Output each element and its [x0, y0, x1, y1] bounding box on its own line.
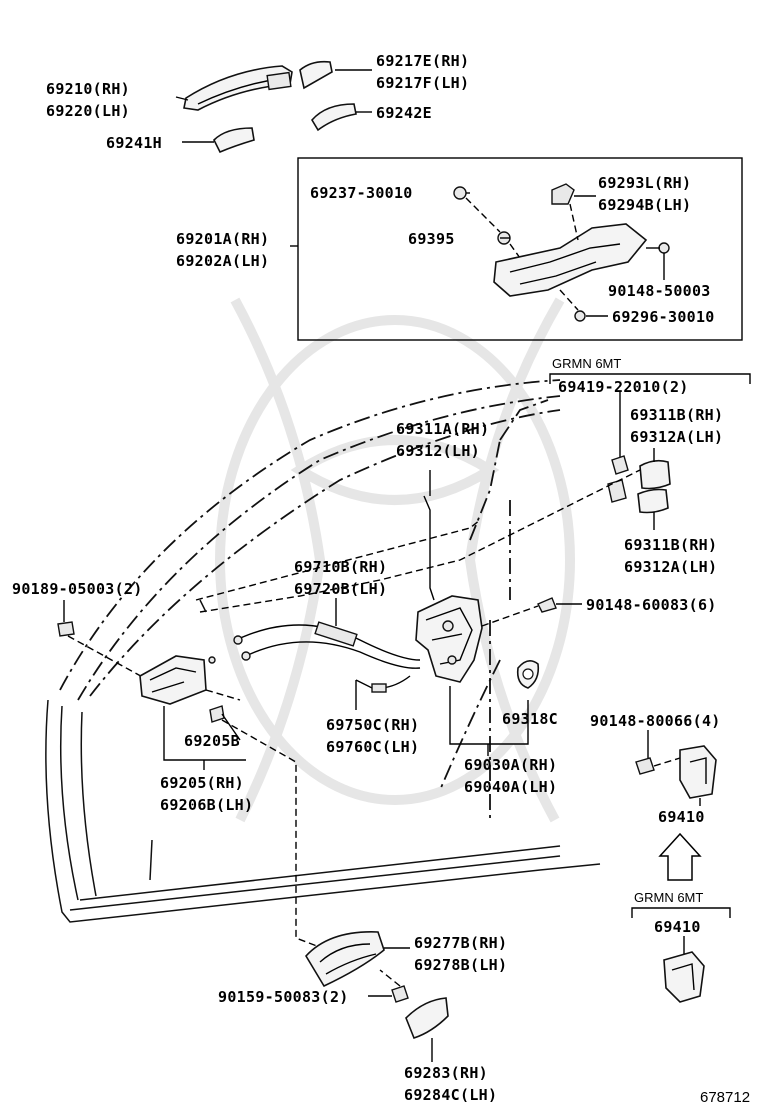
label-69294b: 69294B(LH) — [598, 196, 691, 214]
label-69311a: 69311A(RH) — [396, 420, 489, 438]
label-grmn-6mt-lower: GRMN 6MT — [634, 890, 703, 905]
label-69202a: 69202A(LH) — [176, 252, 269, 270]
label-69217e: 69217E(RH) — [376, 52, 469, 70]
handle-cover-69217 — [299, 60, 333, 90]
label-69201a: 69201A(RH) — [176, 230, 269, 248]
bezel-69277b — [305, 931, 385, 988]
label-69206b: 69206B(LH) — [160, 796, 253, 814]
label-69419-22010: 69419-22010(2) — [558, 378, 689, 396]
striker-69410-grmn — [663, 951, 705, 1003]
label-69284c: 69284C(LH) — [404, 1086, 497, 1104]
clip-69419-b — [607, 479, 627, 503]
label-69220: 69220(LH) — [46, 102, 130, 120]
handle-frame-subassembly — [290, 157, 743, 341]
label-90148-60083: 90148-60083(6) — [586, 596, 717, 614]
label-69241h: 69241H — [106, 134, 162, 152]
striker-assembly — [631, 730, 731, 1003]
illustration-reference-number: 678712 — [700, 1089, 750, 1106]
label-69293l: 69293L(RH) — [598, 174, 691, 192]
bolt-90148-80066 — [635, 757, 655, 775]
clip-90189 — [57, 621, 75, 637]
label-69311b-upper: 69311B(RH) — [630, 406, 723, 424]
lock-rods-cables — [208, 470, 435, 710]
cover-69311b-lower — [637, 488, 669, 514]
label-69312a-lower: 69312A(LH) — [624, 558, 717, 576]
label-69410-lower: 69410 — [654, 918, 701, 936]
screw-90148-60083 — [537, 597, 557, 613]
inside-handle-assembly — [57, 600, 323, 949]
label-90148-50003: 90148-50003 — [608, 282, 711, 300]
rod-69311a — [423, 495, 435, 601]
label-69237-30010: 69237-30010 — [310, 184, 413, 202]
watermark-emblem — [215, 297, 575, 823]
label-69296-30010: 69296-30010 — [612, 308, 715, 326]
clip-69205b — [209, 705, 225, 723]
label-69760c: 69760C(LH) — [326, 738, 419, 756]
label-grmn-6mt-upper: GRMN 6MT — [552, 356, 621, 371]
handle-frame — [493, 223, 648, 297]
label-90159-50083: 90159-50083(2) — [218, 988, 349, 1006]
label-69040a: 69040A(LH) — [464, 778, 557, 796]
cover-69311b-upper — [639, 459, 671, 490]
outside-handle-assembly — [175, 60, 372, 154]
cable-sheath-69710b — [314, 621, 358, 647]
label-69312: 69312(LH) — [396, 442, 480, 460]
label-69395: 69395 — [408, 230, 455, 248]
clip-69419 — [611, 455, 629, 475]
door-lock-assembly — [415, 595, 582, 756]
bolt-90148-50003 — [658, 242, 670, 254]
frame-bracket-69293 — [551, 183, 575, 205]
label-69710b: 69710B(RH) — [294, 558, 387, 576]
handle-pad-69242e — [311, 103, 357, 132]
door-lock-69030a — [415, 595, 483, 683]
label-69312a-upper: 69312A(LH) — [630, 428, 723, 446]
label-69210: 69210(RH) — [46, 80, 130, 98]
label-69410-upper: 69410 — [658, 808, 705, 826]
label-69283: 69283(RH) — [404, 1064, 488, 1082]
inside-handle-69205 — [139, 655, 207, 705]
screw-90159 — [391, 985, 409, 1003]
label-69318c: 69318C — [502, 710, 558, 728]
inside-bezel-assembly — [305, 931, 449, 1062]
label-69278b: 69278B(LH) — [414, 956, 507, 974]
label-69205: 69205(RH) — [160, 774, 244, 792]
upgrade-arrow — [658, 832, 702, 881]
label-69030a: 69030A(RH) — [464, 756, 557, 774]
striker-69410 — [679, 745, 717, 799]
screw-69296 — [574, 310, 586, 322]
label-90189-05003: 90189-05003(2) — [12, 580, 143, 598]
label-69720b: 69720B(LH) — [294, 580, 387, 598]
label-69217f: 69217F(LH) — [376, 74, 469, 92]
handle-pad-69241h — [213, 127, 255, 154]
label-90148-80066: 90148-80066(4) — [590, 712, 721, 730]
label-69242e: 69242E — [376, 104, 432, 122]
label-69277b: 69277B(RH) — [414, 934, 507, 952]
label-69311b-lower: 69311B(RH) — [624, 536, 717, 554]
label-69750c: 69750C(RH) — [326, 716, 419, 734]
nut-69237 — [453, 186, 467, 200]
door-outline — [45, 379, 641, 923]
cap-69283 — [405, 997, 449, 1039]
label-69205b: 69205B — [184, 732, 240, 750]
grmn-upper-group — [549, 373, 751, 530]
